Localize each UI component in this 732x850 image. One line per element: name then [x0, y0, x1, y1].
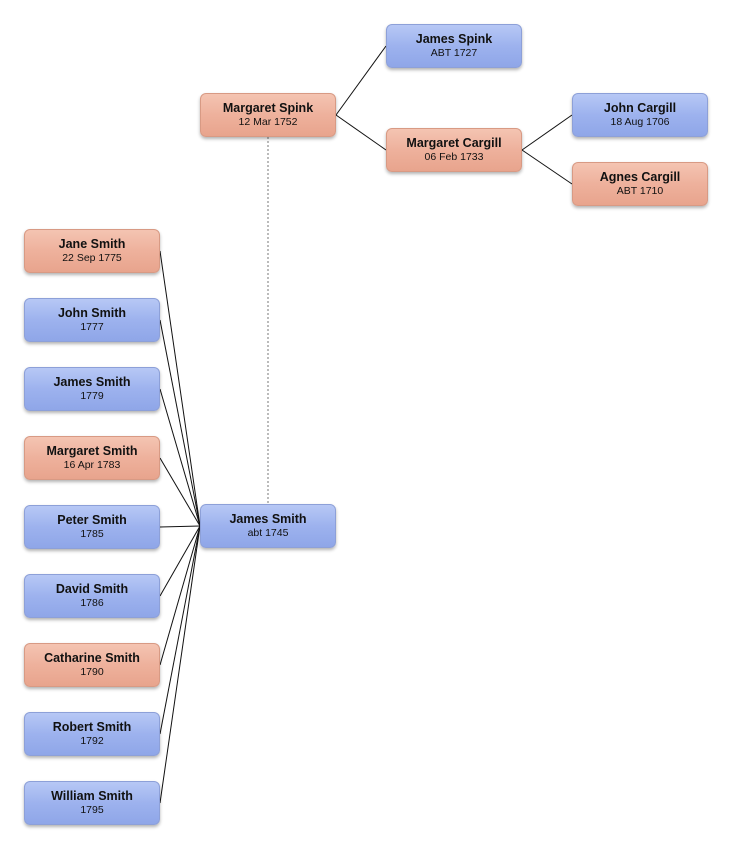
parent-link-line [159, 525, 201, 735]
parent-link-line [159, 525, 201, 597]
parent-link-line [159, 525, 201, 666]
person-name: David Smith [55, 582, 129, 596]
person-name: John Cargill [603, 101, 677, 115]
parent-link-line [159, 457, 201, 527]
person-date: ABT 1710 [616, 185, 664, 197]
person-john-smith[interactable]: John Smith 1777 [24, 298, 160, 342]
person-date: 1786 [80, 597, 104, 609]
person-date: 06 Feb 1733 [424, 151, 484, 163]
person-catharine-smith[interactable]: Catharine Smith 1790 [24, 643, 160, 687]
person-date: abt 1745 [247, 527, 289, 539]
parent-link-line [159, 525, 201, 528]
person-margaret-cargill[interactable]: Margaret Cargill 06 Feb 1733 [386, 128, 522, 172]
person-date: 22 Sep 1775 [62, 252, 122, 264]
person-james-smith-root[interactable]: James Smith abt 1745 [200, 504, 336, 548]
parent-link-line [335, 114, 387, 151]
person-name: Peter Smith [57, 513, 127, 527]
person-james-spink[interactable]: James Spink ABT 1727 [386, 24, 522, 68]
parent-link-line [159, 388, 201, 527]
person-agnes-cargill[interactable]: Agnes Cargill ABT 1710 [572, 162, 708, 206]
person-name: Margaret Spink [222, 101, 314, 115]
person-margaret-smith[interactable]: Margaret Smith 16 Apr 1783 [24, 436, 160, 480]
person-name: James Smith [53, 375, 131, 389]
person-name: Margaret Smith [46, 444, 138, 458]
person-name: Margaret Cargill [406, 136, 502, 150]
person-name: James Smith [229, 512, 307, 526]
parent-link-line [159, 250, 201, 527]
person-jane-smith[interactable]: Jane Smith 22 Sep 1775 [24, 229, 160, 273]
parent-link-line [521, 149, 573, 185]
person-date: ABT 1727 [430, 47, 478, 59]
person-william-smith[interactable]: William Smith 1795 [24, 781, 160, 825]
person-margaret-spink[interactable]: Margaret Spink 12 Mar 1752 [200, 93, 336, 137]
person-name: John Smith [57, 306, 127, 320]
person-john-cargill[interactable]: John Cargill 18 Aug 1706 [572, 93, 708, 137]
person-name: Robert Smith [52, 720, 132, 734]
person-name: Jane Smith [58, 237, 126, 251]
person-david-smith[interactable]: David Smith 1786 [24, 574, 160, 618]
person-date: 1785 [80, 528, 104, 540]
person-date: 12 Mar 1752 [238, 116, 298, 128]
parent-link-line [521, 114, 573, 151]
person-robert-smith[interactable]: Robert Smith 1792 [24, 712, 160, 756]
person-name: Catharine Smith [44, 651, 140, 665]
person-date: 1795 [80, 804, 104, 816]
parent-link-line [335, 45, 387, 116]
parent-link-line [159, 525, 201, 804]
person-name: James Spink [415, 32, 493, 46]
person-date: 1790 [80, 666, 104, 678]
person-date: 16 Apr 1783 [63, 459, 121, 471]
person-peter-smith[interactable]: Peter Smith 1785 [24, 505, 160, 549]
person-name: William Smith [51, 789, 133, 803]
person-james-smith-child[interactable]: James Smith 1779 [24, 367, 160, 411]
person-date: 1792 [80, 735, 104, 747]
person-date: 18 Aug 1706 [610, 116, 670, 128]
person-date: 1777 [80, 321, 104, 333]
person-date: 1779 [80, 390, 104, 402]
person-name: Agnes Cargill [599, 170, 681, 184]
parent-link-line [159, 319, 201, 527]
